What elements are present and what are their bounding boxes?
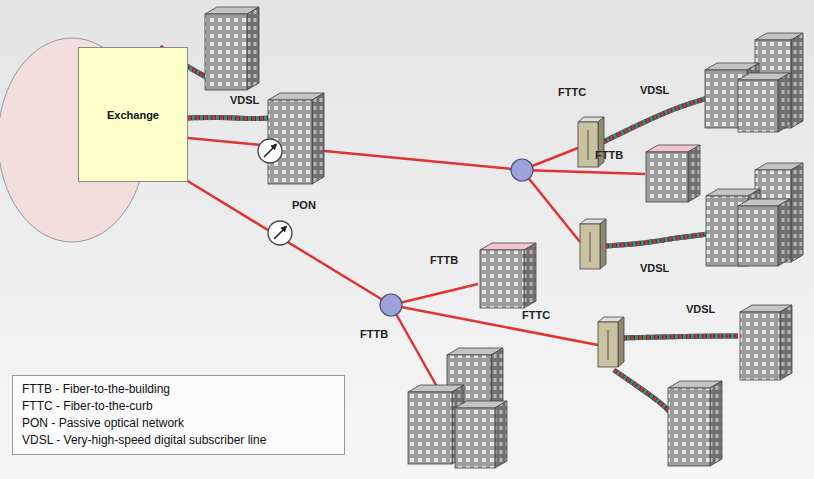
fiber-line — [391, 305, 440, 392]
fiber-line — [391, 284, 478, 305]
fiber-line — [188, 138, 522, 170]
building — [740, 305, 792, 380]
fiber-line — [391, 305, 598, 345]
building — [738, 199, 790, 266]
vdsl-copper-pair — [614, 370, 670, 412]
network-label: FTTB — [595, 149, 623, 162]
building — [646, 145, 700, 202]
vdsl-copper-pair — [605, 234, 708, 246]
optical-splitter — [380, 294, 402, 316]
vdsl-copper-pair — [603, 98, 708, 142]
street-cabinet — [598, 317, 624, 367]
optical-splitter — [511, 159, 533, 181]
vdsl-copper-pair — [614, 370, 670, 412]
network-label: VDSL — [686, 303, 715, 316]
vdsl-copper-pair — [614, 370, 670, 412]
vdsl-copper-pair — [188, 117, 270, 118]
building — [455, 401, 507, 468]
network-label: FTTB — [360, 328, 388, 341]
network-label: FTTC — [522, 309, 550, 322]
vdsl-copper-pair — [603, 98, 708, 142]
vdsl-copper-pair — [605, 234, 708, 246]
building — [480, 243, 536, 308]
vdsl-copper-pair — [603, 98, 708, 142]
network-label: FTTB — [430, 254, 458, 267]
vdsl-copper-pair — [623, 336, 738, 338]
building — [668, 381, 722, 466]
vdsl-copper-pair — [605, 234, 708, 246]
optical-gauge — [268, 221, 292, 245]
building — [268, 93, 324, 184]
network-label: VDSL — [640, 84, 669, 97]
fiber-line — [186, 180, 391, 305]
legend-entry: FTTB - Fiber-to-the-building — [22, 381, 335, 398]
building — [205, 7, 259, 90]
vdsl-copper-pair — [623, 336, 738, 338]
optical-gauge — [258, 139, 282, 163]
node-title: Exchange — [107, 109, 159, 121]
fiber-line — [522, 170, 645, 174]
legend-entry: PON - Passive optical network — [22, 415, 335, 432]
vdsl-copper-pair — [188, 117, 270, 118]
street-cabinet — [580, 219, 606, 269]
legend-entry: FTTC - Fiber-to-the-curb — [22, 398, 335, 415]
vdsl-copper-pair — [623, 336, 738, 338]
building — [738, 73, 790, 132]
network-label: PON — [292, 199, 316, 212]
legend-box: FTTB - Fiber-to-the-buildingFTTC - Fiber… — [12, 375, 345, 455]
legend-entry: VDSL - Very-high-speed digital subscribe… — [22, 432, 335, 449]
network-label: VDSL — [230, 94, 259, 107]
network-label: FTTC — [558, 86, 586, 99]
network-label: VDSL — [640, 262, 669, 275]
fiber-line — [522, 170, 580, 242]
vdsl-copper-pair — [188, 117, 270, 118]
exchange-box: Exchange — [78, 47, 188, 182]
